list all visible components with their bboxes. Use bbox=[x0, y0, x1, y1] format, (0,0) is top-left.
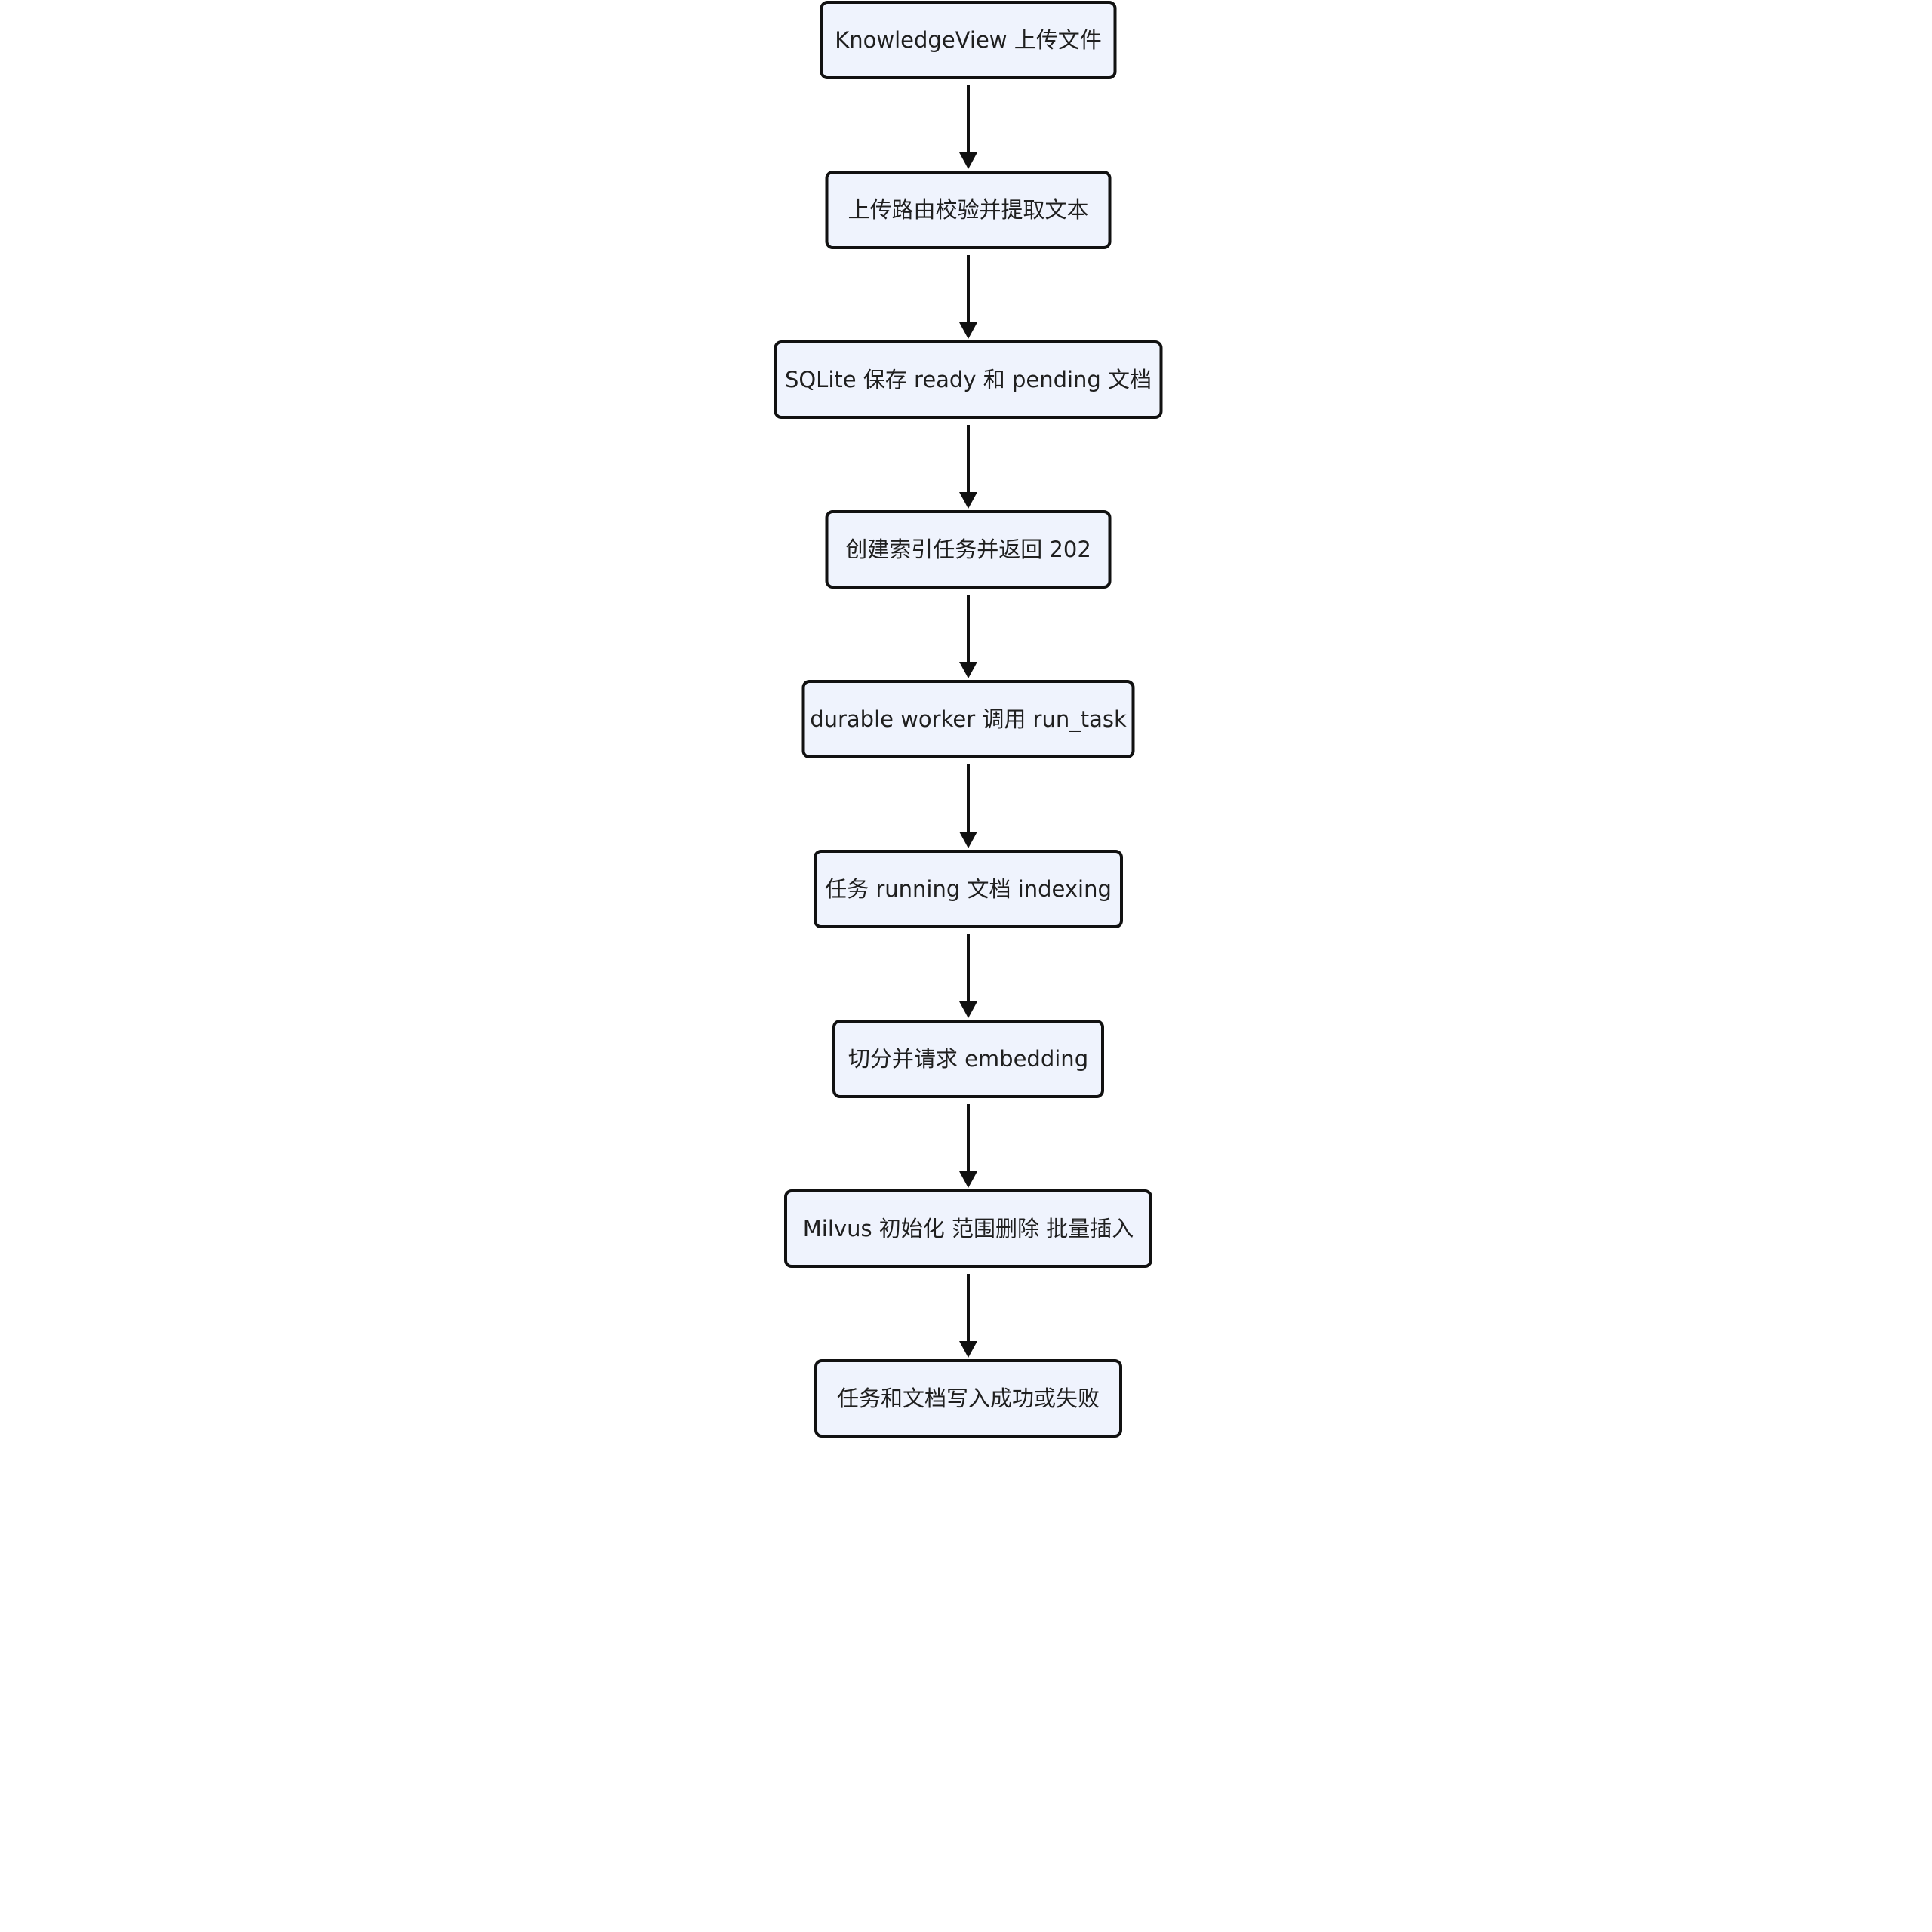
node-label: durable worker 调用 run_task bbox=[810, 706, 1127, 732]
node-label: 任务 running 文档 indexing bbox=[825, 876, 1112, 902]
flow-arrow bbox=[959, 1104, 977, 1188]
node-label: Milvus 初始化 范围删除 批量插入 bbox=[803, 1216, 1134, 1241]
flow-node: SQLite 保存 ready 和 pending 文档 bbox=[774, 340, 1163, 419]
node-box bbox=[814, 850, 1123, 928]
flow-arrow bbox=[959, 255, 977, 339]
flow-arrow bbox=[959, 1274, 977, 1358]
flow-node: 切分并请求 embedding bbox=[832, 1020, 1104, 1098]
arrowhead-icon bbox=[959, 322, 977, 339]
node-box bbox=[784, 1189, 1152, 1268]
flow-arrow bbox=[959, 85, 977, 169]
flow-node: 上传路由校验并提取文本 bbox=[825, 171, 1112, 249]
arrowhead-icon bbox=[959, 1001, 977, 1018]
arrowhead-icon bbox=[959, 662, 977, 678]
node-label: 创建索引任务并返回 202 bbox=[845, 537, 1091, 562]
node-box bbox=[832, 1020, 1104, 1098]
arrowhead-icon bbox=[959, 1171, 977, 1188]
flow-arrow bbox=[959, 595, 977, 678]
node-label: KnowledgeView 上传文件 bbox=[835, 27, 1101, 53]
flow-arrow bbox=[959, 934, 977, 1018]
node-box bbox=[814, 1359, 1122, 1438]
node-box bbox=[820, 1, 1117, 79]
flow-node: 任务和文档写入成功或失败 bbox=[814, 1359, 1122, 1438]
node-label: SQLite 保存 ready 和 pending 文档 bbox=[785, 367, 1152, 392]
node-box bbox=[774, 340, 1163, 419]
flow-arrow bbox=[959, 764, 977, 848]
flow-node: 任务 running 文档 indexing bbox=[814, 850, 1123, 928]
node-label: 任务和文档写入成功或失败 bbox=[837, 1386, 1100, 1411]
node-box bbox=[801, 680, 1135, 758]
flow-arrow bbox=[959, 425, 977, 509]
arrowhead-icon bbox=[959, 832, 977, 848]
node-label: 切分并请求 embedding bbox=[848, 1046, 1088, 1072]
arrowhead-icon bbox=[959, 152, 977, 169]
flow-node: 创建索引任务并返回 202 bbox=[825, 510, 1112, 589]
flow-node: KnowledgeView 上传文件 bbox=[820, 1, 1117, 79]
flow-node: Milvus 初始化 范围删除 批量插入 bbox=[784, 1189, 1152, 1268]
arrowhead-icon bbox=[959, 1341, 977, 1358]
arrowhead-icon bbox=[959, 492, 977, 509]
node-box bbox=[825, 510, 1112, 589]
node-label: 上传路由校验并提取文本 bbox=[848, 197, 1088, 223]
node-box bbox=[825, 171, 1112, 249]
flow-node: durable worker 调用 run_task bbox=[801, 680, 1135, 758]
